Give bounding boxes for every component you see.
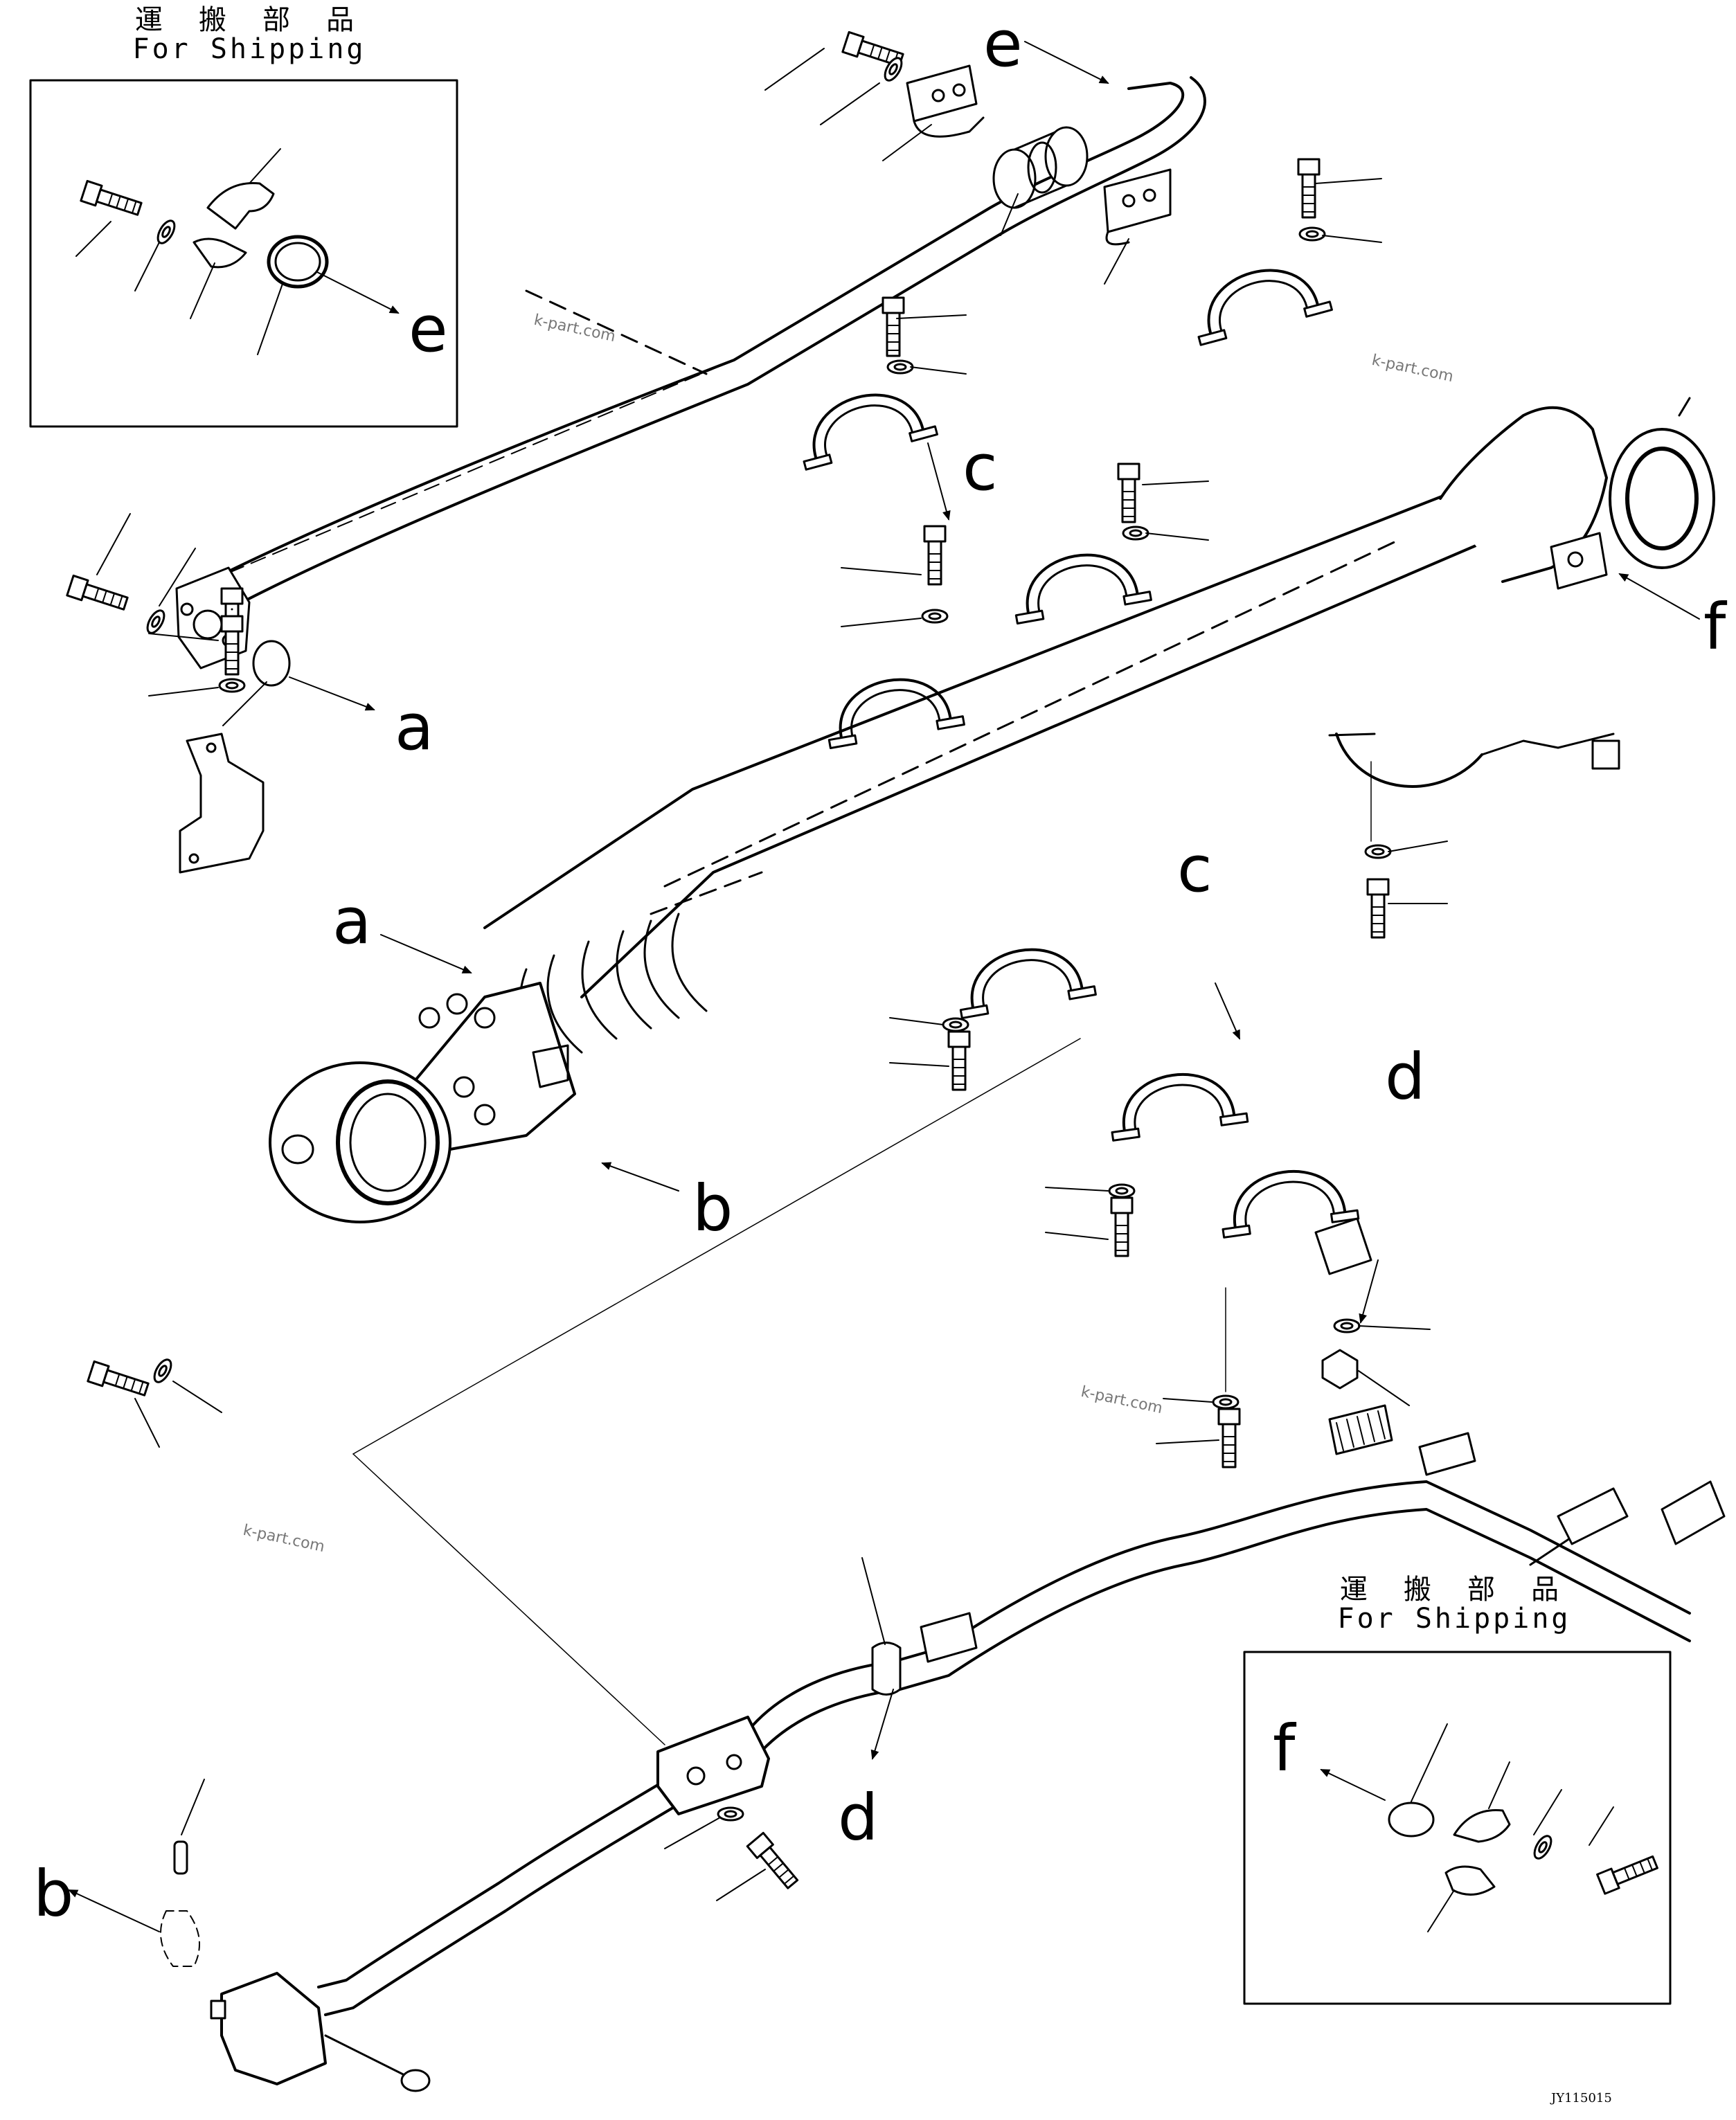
shipping-box-2 <box>1243 1651 1672 2005</box>
hydraulic-cylinder <box>269 397 1715 1223</box>
callout-c-upper: c <box>963 431 998 505</box>
lower-hose-assembly <box>68 1404 1726 2092</box>
shipping-box-1-title-ja: 運 搬 部 品 <box>134 4 364 36</box>
shipping-box-1-title-en: For Shipping <box>132 33 366 65</box>
callout-e-box: e <box>409 292 448 366</box>
callout-b-source: b <box>33 1857 74 1931</box>
shipping-box-1 <box>29 79 458 428</box>
callout-a-target: a <box>395 690 434 764</box>
callout-a-source: a <box>332 884 372 958</box>
drawing-code: JY115015 <box>1551 2091 1612 2105</box>
upper-hose-assembly <box>66 76 1206 726</box>
shipping-box-2-title-en: For Shipping <box>1337 1603 1571 1635</box>
callout-b-target: b <box>692 1171 733 1246</box>
callout-c-lower: c <box>1177 832 1212 906</box>
shipping-box-2-title: 運 搬 部 品 For Shipping <box>1316 1575 1593 1633</box>
callout-d-upper: d <box>1385 1040 1426 1114</box>
callout-e-hose: e <box>983 7 1023 81</box>
clamp-group-upper <box>790 158 1382 521</box>
callout-f-box: f <box>1273 1712 1296 1786</box>
callout-f-cyl: f <box>1703 590 1726 664</box>
eye-bracket <box>87 587 1081 1745</box>
shipping-box-1-title: 運 搬 部 品 For Shipping <box>111 6 388 64</box>
clamp-group-mid <box>819 462 1620 939</box>
hose-brackets-top <box>764 30 1172 285</box>
shipping-box-2-title-ja: 運 搬 部 品 <box>1339 1574 1569 1606</box>
callout-d-lower: d <box>838 1781 879 1855</box>
clamp-group-lower <box>889 937 1431 1468</box>
